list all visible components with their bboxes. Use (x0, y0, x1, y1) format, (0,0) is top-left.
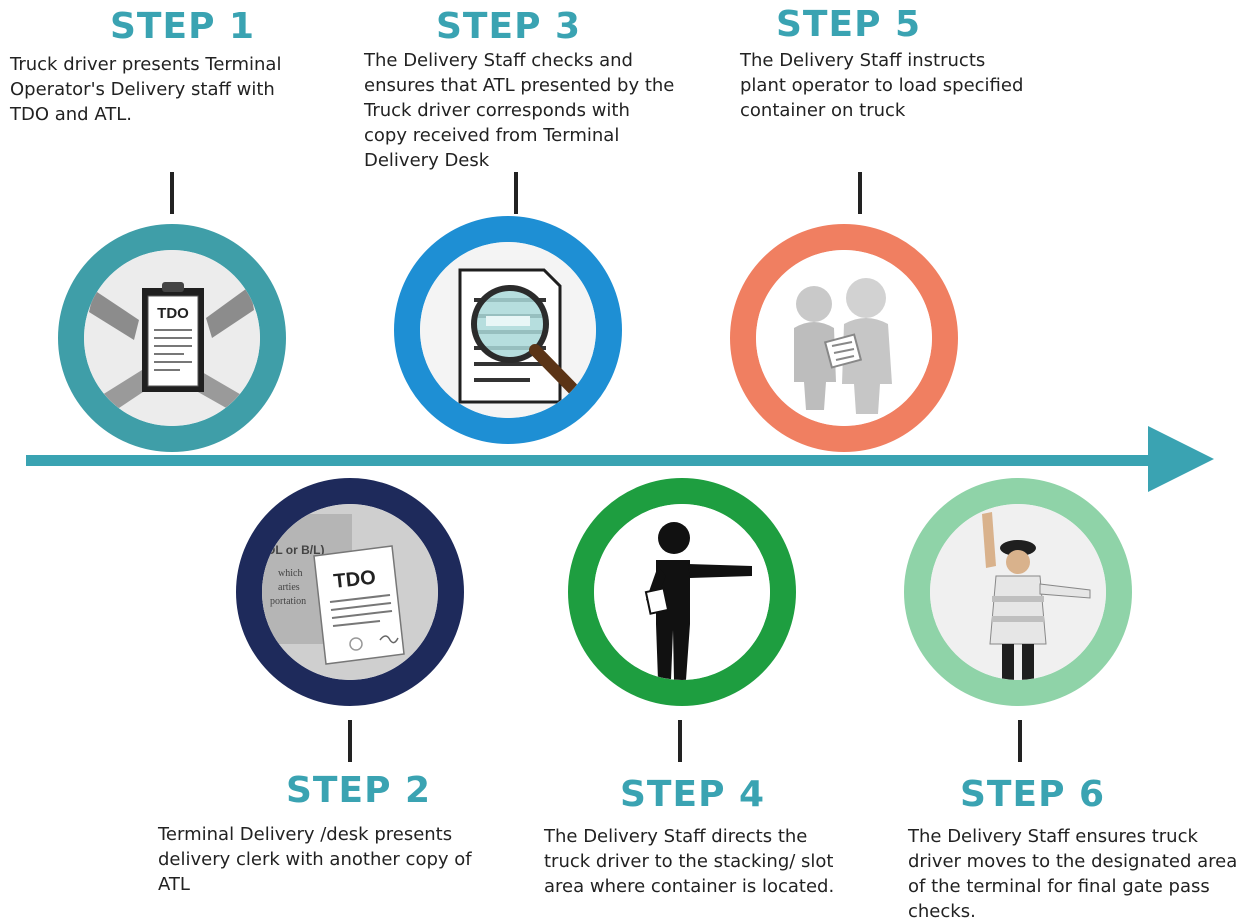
step-5-ring (730, 224, 958, 452)
step-4-line: The Delivery Staff directs the (544, 826, 808, 847)
step-2-icon-label: TDO (333, 567, 377, 593)
step-6-connector (1018, 720, 1022, 762)
step-4-connector (678, 720, 682, 762)
step-2-description: Terminal Delivery /desk presents deliver… (158, 822, 508, 897)
step-5-line: plant operator to load specified (740, 75, 1024, 96)
hands-holding-tdo-clipboard-icon: TDO (84, 250, 260, 426)
step-6-line: of the terminal for final gate pass (908, 876, 1210, 897)
step-6-description: The Delivery Staff ensures truck driver … (908, 824, 1252, 924)
step-2-line: Terminal Delivery /desk presents (158, 824, 453, 845)
step-6-line: checks. (908, 901, 976, 922)
step-6-line: The Delivery Staff ensures truck (908, 826, 1198, 847)
step-4-title: STEP 4 (620, 774, 766, 815)
step-1-ring: TDO (58, 224, 286, 452)
step-1-description: Truck driver presents Terminal Operator'… (10, 52, 340, 127)
traffic-officer-icon (930, 504, 1106, 680)
step-2-icon-snippet: OL or B/L) (266, 543, 324, 557)
magnifier-document-icon (420, 242, 596, 418)
step-2-icon-snippet: arties (278, 582, 300, 593)
person-pointing-icon (594, 504, 770, 680)
step-3-line: The Delivery Staff checks and (364, 50, 633, 71)
step-5-line: container on truck (740, 100, 906, 121)
step-5-connector (858, 172, 862, 214)
tdo-document-icon: OL or B/L) which arties portation TDO (262, 504, 438, 680)
step-3-line: ensures that ATL presented by the (364, 75, 675, 96)
step-1-title: STEP 1 (110, 6, 256, 47)
two-people-clipboard-icon (756, 250, 932, 426)
step-6-ring (904, 478, 1132, 706)
step-5-line: The Delivery Staff instructs (740, 50, 986, 71)
step-1-line: Truck driver presents Terminal (10, 54, 282, 75)
step-1-icon-label: TDO (157, 305, 189, 322)
step-2-title: STEP 2 (286, 770, 432, 811)
step-1-line: Operator's Delivery staff with (10, 79, 275, 100)
step-2-line: ATL (158, 874, 190, 895)
step-1-connector (170, 172, 174, 214)
step-4-line: truck driver to the stacking/ slot (544, 851, 834, 872)
step-3-title: STEP 3 (436, 6, 582, 47)
step-4-line: area where container is located. (544, 876, 835, 897)
step-2-ring: OL or B/L) which arties portation TDO (236, 478, 464, 706)
step-6-title: STEP 6 (960, 774, 1106, 815)
step-3-line: copy received from Terminal (364, 125, 620, 146)
step-2-line: delivery clerk with another copy of (158, 849, 472, 870)
step-3-connector (514, 172, 518, 214)
step-3-ring (394, 216, 622, 444)
step-2-icon-snippet: which (278, 568, 302, 579)
step-2-icon-snippet: portation (270, 596, 306, 607)
step-3-line: Delivery Desk (364, 150, 490, 171)
step-5-title: STEP 5 (776, 4, 922, 45)
step-4-ring (568, 478, 796, 706)
step-5-description: The Delivery Staff instructs plant opera… (740, 48, 1070, 123)
step-2-connector (348, 720, 352, 762)
step-6-line: driver moves to the designated area (908, 851, 1238, 872)
step-3-line: Truck driver corresponds with (364, 100, 630, 121)
step-4-description: The Delivery Staff directs the truck dri… (544, 824, 844, 899)
step-3-description: The Delivery Staff checks and ensures th… (364, 48, 684, 173)
step-1-line: TDO and ATL. (10, 104, 132, 125)
